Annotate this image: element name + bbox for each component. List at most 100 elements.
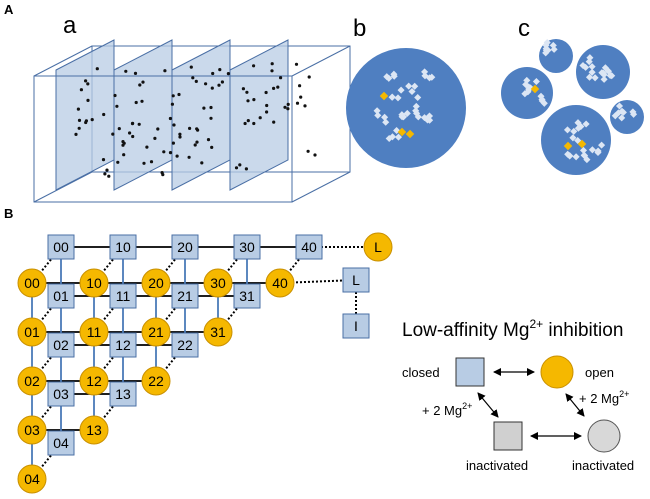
particle-dot [298, 84, 302, 88]
particle-dot [172, 123, 176, 127]
slice-plane [55, 39, 115, 191]
particle-dot [175, 154, 179, 158]
receptor-unit [394, 94, 402, 102]
receptor-unit [585, 73, 594, 81]
closed-state-box [171, 283, 199, 309]
receptor-cluster [611, 102, 627, 120]
closed-label: closed [402, 365, 440, 380]
particle-dot [258, 116, 262, 120]
receptor-unit [412, 102, 420, 110]
particle-dot [168, 116, 172, 121]
box-edge [33, 45, 93, 77]
particle-dot [217, 83, 221, 87]
particle-dot [204, 82, 208, 86]
particle-dot [202, 106, 206, 110]
particle-dot [138, 83, 142, 87]
closed-state-box [47, 283, 75, 309]
receptor-unit [606, 71, 614, 80]
particle-dot [111, 132, 115, 136]
inactivated-state-i-label: I [354, 318, 358, 334]
receptor-unit [390, 70, 398, 78]
mg-left-label: + 2 Mg2+ [422, 401, 472, 418]
subpanel-label-c: c [518, 15, 530, 42]
receptor-unit [598, 141, 606, 149]
particle-dot [137, 122, 141, 126]
closed-state-label: 30 [239, 239, 255, 255]
open-state-label: 30 [210, 275, 226, 291]
receptor-unit [411, 82, 419, 90]
receptor-unit [591, 74, 599, 82]
particle-dot [279, 76, 283, 80]
slice-plane [229, 39, 289, 191]
receptor-unit [403, 109, 411, 117]
particle-dot [131, 134, 135, 139]
open-state-circle [17, 415, 47, 445]
box-edge [291, 171, 351, 203]
closed-state-label: 02 [53, 337, 69, 353]
particle-dot [299, 95, 303, 99]
open-state-l-label: L [374, 239, 382, 255]
closed-state-box [109, 283, 137, 309]
open-state-circle [17, 268, 47, 298]
open-receptor [405, 129, 415, 139]
open-state-circle [141, 366, 171, 396]
particle-dot [156, 127, 160, 131]
particle-dot [133, 71, 138, 75]
particle-dot [145, 145, 149, 149]
particle-dot [189, 65, 193, 69]
receptor-unit [414, 93, 422, 102]
closed-state-label: 10 [115, 239, 131, 255]
receptor-unit [574, 136, 582, 145]
closed-state-label: 03 [53, 386, 69, 402]
particle-dot [246, 99, 250, 103]
particle-dot [140, 99, 144, 103]
receptor-unit [521, 90, 529, 98]
particle-dot [121, 140, 125, 144]
closed-state-box [109, 332, 137, 358]
receptor-unit [383, 73, 391, 81]
open-state-label: 01 [24, 324, 40, 340]
open-state-label: 31 [210, 324, 226, 340]
open-symbol [540, 355, 574, 389]
receptor-unit [566, 152, 574, 160]
particle-dot [188, 126, 192, 130]
particle-dot [141, 80, 145, 84]
receptor-unit [428, 73, 436, 81]
receptor-unit [394, 133, 403, 141]
particle-dot [206, 138, 211, 142]
closed-state-box [47, 430, 75, 456]
closed-state-label: 04 [53, 435, 69, 451]
closed-state-label: 13 [115, 386, 131, 402]
particle-dot [218, 68, 222, 72]
open-state-label: 00 [24, 275, 40, 291]
inactivated-left-label: inactivated [466, 458, 528, 473]
particle-dot [84, 120, 88, 125]
legend: Low-affinity Mg2+ inhibition closed open… [402, 317, 634, 473]
particle-dot [234, 166, 239, 170]
particle-dot [107, 174, 111, 178]
mg-right-label: + 2 Mg2+ [579, 389, 629, 406]
receptor-unit [373, 107, 381, 115]
particle-dot [264, 90, 268, 95]
particle-dot [122, 153, 126, 157]
particle-dot [313, 153, 317, 157]
receptor-cluster [405, 82, 422, 102]
open-state-circle [79, 317, 109, 347]
receptor-cluster [579, 54, 594, 71]
open-state-circle [17, 366, 47, 396]
particle-dot [103, 172, 107, 176]
receptor-cluster [537, 92, 548, 107]
panel-label-b: B [4, 206, 13, 221]
open-label: open [585, 365, 614, 380]
receptor-unit [570, 127, 578, 135]
receptor-unit [588, 63, 596, 71]
closed-state-box [233, 283, 261, 309]
open-state-l [363, 232, 393, 262]
box-front-edge [33, 75, 293, 203]
particle-dot [170, 102, 174, 106]
closed-state-label: 12 [115, 337, 131, 353]
open-state-label: 21 [148, 324, 164, 340]
inactivated-open-symbol [587, 419, 621, 453]
